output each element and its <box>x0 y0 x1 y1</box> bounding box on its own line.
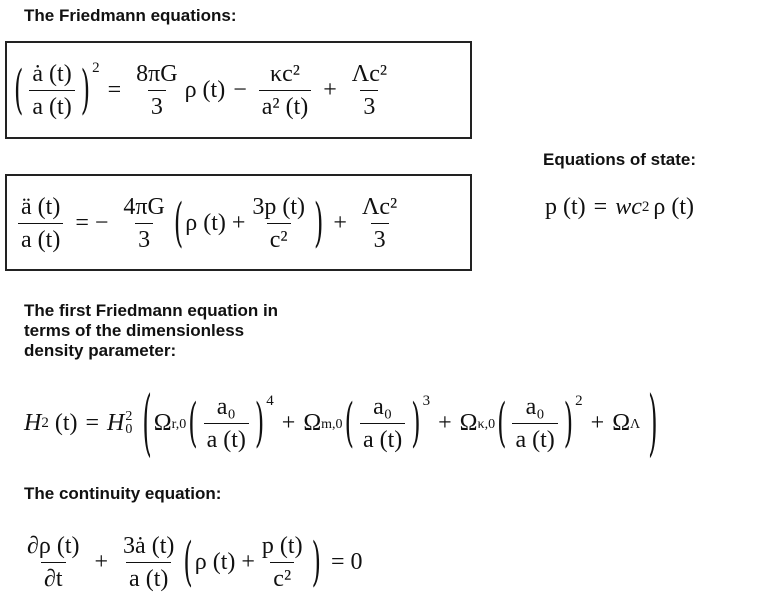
left-paren: ( <box>173 192 184 254</box>
fraction-a0-over-a: a₀ a (t) <box>203 393 249 454</box>
equations-of-state-heading: Equations of state: <box>543 150 697 169</box>
fraction-lambda: Λc² 3 <box>351 60 388 120</box>
fraction-adot-over-a: ȧ (t) a (t) <box>29 60 75 121</box>
left-paren: ( <box>183 531 193 593</box>
right-paren: ) <box>80 59 91 121</box>
fraction-3p-over-c2: 3p (t) c² <box>252 193 306 253</box>
continuity-heading: The continuity equation: <box>24 484 222 503</box>
left-paren: ( <box>188 392 198 454</box>
friedmann-equation-2-box <box>5 174 472 271</box>
right-paren: ) <box>314 192 324 254</box>
friedmann-equation-2: ä (t) a (t) = − 4πG 3 ( ρ (t) + 3p (t) c… <box>14 181 404 265</box>
dimensionless-heading-line-3: density parameter: <box>24 341 177 360</box>
fraction-a0-over-a: a₀ a (t) <box>359 393 406 454</box>
fraction-lambda: Λc² 3 <box>361 193 398 253</box>
friedmann-equation-1: ( ȧ (t) a (t) ) 2 = 8πG 3 ρ (t) − κc² a²… <box>12 48 394 132</box>
left-paren: ( <box>497 392 507 454</box>
friedmann-equation-1-box <box>5 41 472 139</box>
right-paren: ) <box>563 392 574 454</box>
dimensionless-heading: The first Friedmann equation in terms of… <box>24 301 278 361</box>
left-paren: ( <box>14 59 24 121</box>
right-paren: ) <box>411 392 421 454</box>
dimensionless-heading-line-1: The first Friedmann equation in <box>24 301 279 320</box>
left-outer-paren: ( <box>142 381 152 465</box>
fraction-addot-over-a: ä (t) a (t) <box>18 193 64 254</box>
right-outer-paren: ) <box>648 381 658 465</box>
fraction-3adot-over-a: 3ȧ (t) a (t) <box>123 532 175 592</box>
fraction-curvature: κc² a² (t) <box>258 60 312 121</box>
right-paren: ) <box>254 392 265 454</box>
fraction-drho-dt: ∂ρ (t) ∂t <box>27 532 80 592</box>
left-paren: ( <box>344 392 354 454</box>
fraction-a0-over-a: a₀ a (t) <box>512 393 558 454</box>
fraction-p-over-c2: p (t) c² <box>261 532 303 592</box>
fraction-4piG-over-3: 4πG 3 <box>123 193 165 253</box>
dimensionless-heading-line-2: terms of the dimensionless <box>24 321 245 340</box>
friedmann-heading: The Friedmann equations: <box>24 6 237 25</box>
right-paren: ) <box>311 531 321 593</box>
continuity-equation: ∂ρ (t) ∂t + 3ȧ (t) a (t) ( ρ (t) + p (t)… <box>20 520 370 604</box>
fraction-8piG-over-3: 8πG 3 <box>136 60 178 120</box>
